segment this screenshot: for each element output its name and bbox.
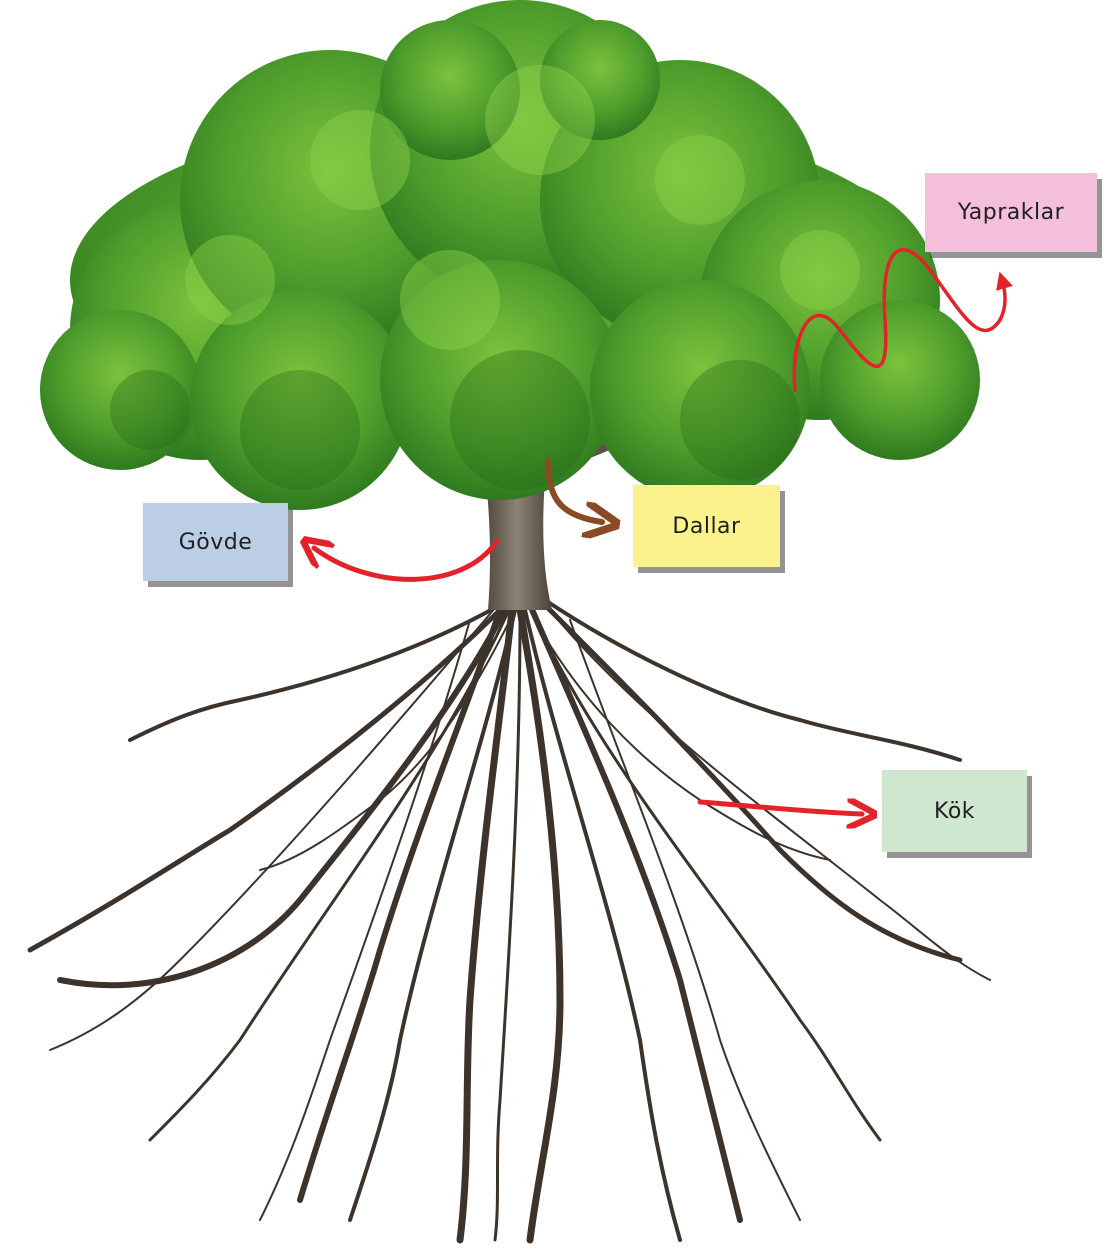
- roots: [30, 600, 990, 1240]
- label-kok: Kök: [882, 770, 1027, 852]
- label-yapraklar: Yapraklar: [925, 173, 1097, 252]
- label-dallar: Dallar: [633, 485, 780, 567]
- arrow-icon: [314, 541, 497, 579]
- label-govde: Gövde: [143, 503, 288, 581]
- arrow-icon: [700, 802, 862, 814]
